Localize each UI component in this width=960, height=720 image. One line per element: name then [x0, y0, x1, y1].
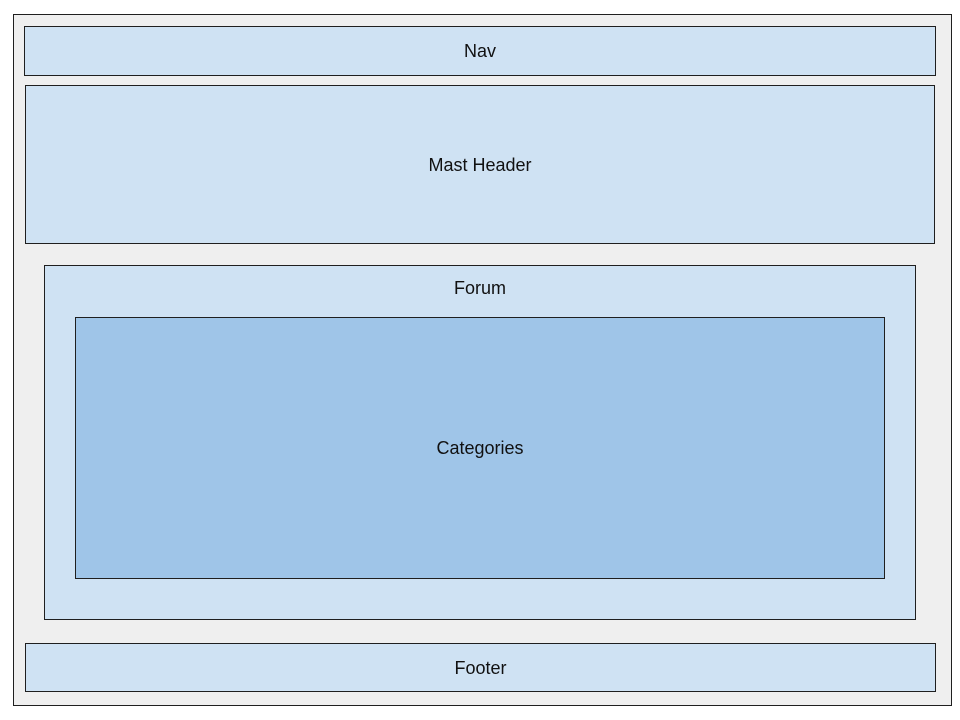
- footer-label: Footer: [454, 657, 507, 678]
- mast-header-label: Mast Header: [428, 154, 532, 175]
- categories-section: Categories: [75, 317, 885, 579]
- footer-section: Footer: [25, 643, 936, 692]
- nav-label: Nav: [463, 41, 496, 61]
- mast-header-section: Mast Header: [25, 85, 935, 244]
- categories-label: Categories: [436, 438, 524, 458]
- nav-section: Nav: [24, 26, 936, 76]
- forum-label: Forum: [453, 278, 506, 298]
